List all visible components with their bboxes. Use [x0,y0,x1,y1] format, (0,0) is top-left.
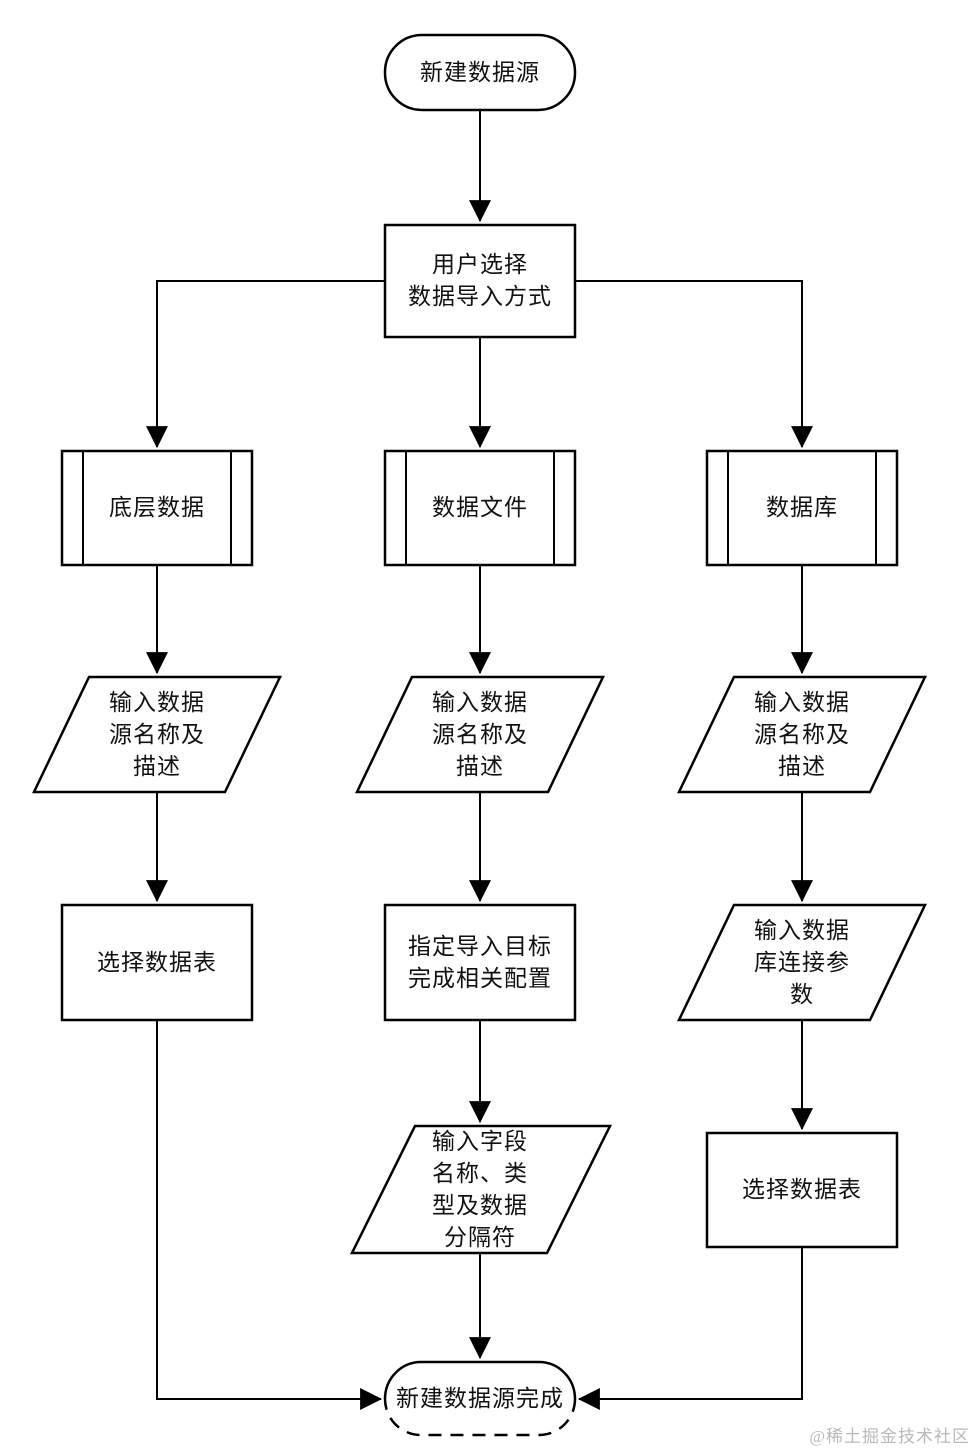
node-configure-import-target: 指定导入目标 完成相关配置 [408,933,552,991]
underlying-data-shape [60,449,254,567]
node-input-field-info: 输入字段 名称、类 型及数据 分隔符 [432,1128,528,1250]
select-table-right-shape [705,1131,899,1249]
node-input-name-middle: 输入数据 源名称及 描述 [432,689,528,779]
start-terminal-shape [383,33,577,112]
watermark-text: @稀土掘金技术社区 [809,1427,970,1446]
node-underlying-data: 底层数据 [109,495,205,520]
connector-choose-to-underlying-data [146,280,385,449]
input-name-right-shape [677,675,927,794]
connector-select-table-left-to-end [156,1020,383,1410]
input-name-middle-shape [355,675,605,794]
end-terminal-fill [385,1362,575,1435]
input-name-left-shape [32,675,282,794]
node-database: 数据库 [766,495,838,520]
node-select-table-right: 选择数据表 [742,1177,862,1202]
database-shape [705,449,899,567]
choose-method-shape [383,223,577,339]
input-field-info-shape [349,1124,613,1255]
node-select-table-left: 选择数据表 [97,949,217,975]
node-input-db-connection: 输入数据 库连接参 数 [754,917,850,1007]
node-choose-method: 用户选择 数据导入方式 [408,252,552,309]
input-db-connection-shape [677,903,927,1022]
node-input-name-right: 输入数据 源名称及 描述 [754,689,850,779]
node-end: 新建数据源完成 [396,1385,564,1411]
data-file-shape [383,449,577,567]
connector-choose-to-database [575,280,813,449]
connector-select-table-right-to-end [577,1247,803,1410]
end-terminal-top-arc [383,1360,577,1400]
select-table-left-shape [60,903,254,1022]
node-data-file: 数据文件 [432,495,528,520]
node-input-name-left: 输入数据 源名称及 描述 [109,689,205,779]
configure-import-target-shape [383,903,577,1022]
end-terminal-bottom-arc-dashed [383,1398,577,1437]
node-start: 新建数据源 [420,59,540,85]
